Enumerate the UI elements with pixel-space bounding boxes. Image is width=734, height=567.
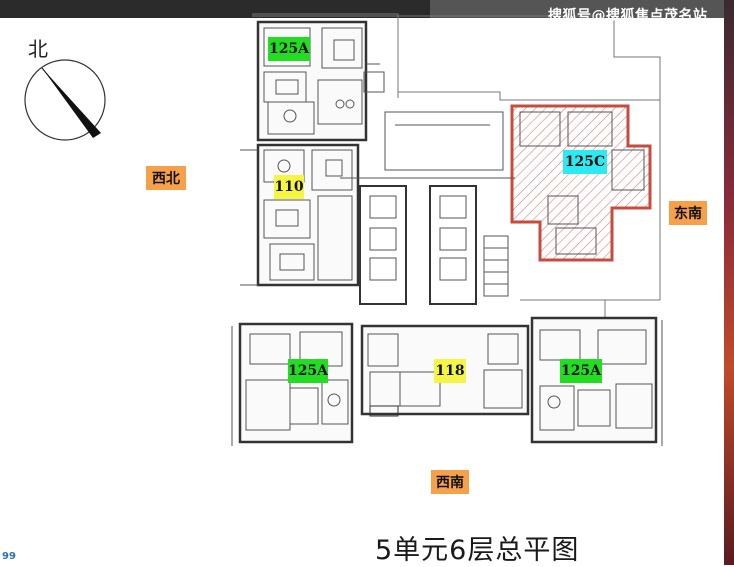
page-title: 5单元6层总平图 [375,535,580,566]
corner-mark: 99 [2,551,16,562]
unit-label-125a-bottom-right: 125A [560,359,602,383]
direction-tag-southwest: 西南 [431,470,469,494]
compass [24,59,106,141]
compass-north-label: 北 [28,37,48,61]
unit-label-118: 118 [434,359,466,383]
unit-label-110: 110 [274,175,304,199]
direction-tag-southeast: 东南 [669,201,707,225]
unit-label-125c: 125C [563,150,607,174]
unit-label-125a-top-left: 125A [268,37,310,61]
unit-label-125a-bottom-left: 125A [288,359,328,383]
direction-tag-northwest: 西北 [146,166,186,190]
top-frame-gradient [430,0,734,18]
right-edge-photo [724,0,734,565]
watermark: 搜狐号@搜狐焦点茂名站 [548,8,708,24]
